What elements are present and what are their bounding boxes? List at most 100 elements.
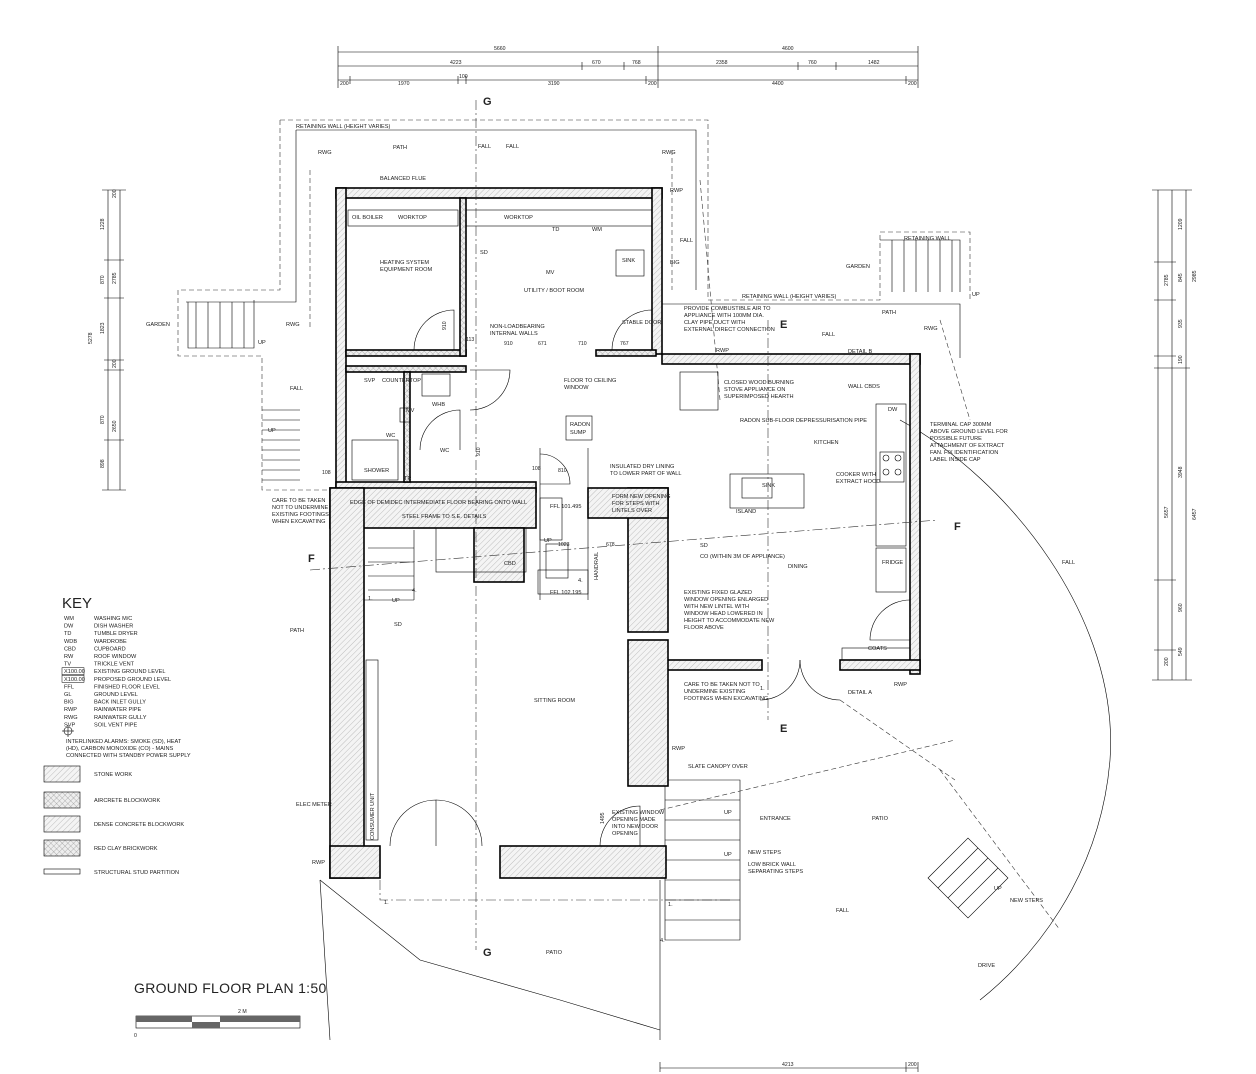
glazed-5: HEIGHT TO ACCOMMODATE NEW: [684, 618, 775, 624]
wm: WM: [592, 227, 602, 233]
rwp-5: RWP: [312, 860, 325, 866]
handrail: HANDRAIL: [594, 552, 600, 580]
new-opening-3: LINTELS OVER: [612, 508, 652, 514]
key-code: GL: [64, 692, 71, 698]
num-7: 4.: [412, 588, 417, 594]
room-kitchen: KITCHEN: [814, 440, 839, 446]
garden-right: GARDEN: [846, 264, 870, 270]
up-8: UP: [972, 292, 980, 298]
section-markers: G G E E F F: [308, 96, 961, 959]
key-brick: RED CLAY BRICKWORK: [94, 846, 158, 852]
patio-bottom: PATIO: [546, 950, 563, 956]
sink-island: SINK: [762, 483, 775, 489]
patio-right: PATIO: [872, 816, 889, 822]
up-3: UP: [392, 598, 400, 604]
dim-right-200: 200: [1164, 657, 1170, 666]
scale-start: 0: [134, 1033, 137, 1039]
retaining-wall-right2: RETAINING WALL (HEIGHT VARIES): [742, 294, 837, 300]
dim-left-200a: 200: [112, 189, 118, 198]
key-desc: PROPOSED GROUND LEVEL: [94, 677, 171, 683]
dim-right-2985: 2985: [1192, 270, 1198, 282]
care1-4: WHEN EXCAVATING: [272, 519, 325, 525]
room-wc: WC: [386, 433, 395, 439]
retaining-wall-top: RETAINING WALL (HEIGHT VARIES): [296, 124, 391, 130]
dim-right-6457: 6457: [1192, 508, 1198, 520]
glazed-6: FLOOR ABOVE: [684, 625, 724, 631]
fall-c: FALL: [822, 332, 835, 338]
balanced-flue: BALANCED FLUE: [380, 176, 426, 182]
ffl-2: FFL 102.195: [550, 590, 582, 596]
fall-a: FALL: [680, 238, 693, 244]
terminal-4: ATTACHMENT OF EXTRACT: [930, 443, 1005, 449]
level-box: [61, 667, 85, 675]
combustion-3: CLAY PIPE DUCT WITH: [684, 320, 745, 326]
num-1: 1.: [368, 596, 373, 602]
big: BIG: [670, 260, 680, 266]
drive: DRIVE: [978, 963, 995, 969]
rwg-3: RWG: [286, 322, 300, 328]
mv-wc: MV: [406, 408, 415, 414]
key-aircrete: AIRCRETE BLOCKWORK: [94, 798, 160, 804]
stove-2: STOVE APPLIANCE ON: [724, 387, 785, 393]
stable-door: STABLE DOOR: [622, 320, 661, 326]
dim-left-2650: 2650: [112, 420, 118, 432]
sd-dining: SD: [700, 543, 708, 549]
key-code: SVP: [64, 722, 75, 728]
new-steps-2: NEW STEPS: [1010, 898, 1043, 904]
dim-int-767: 767: [620, 341, 629, 347]
section-e-top: E: [780, 319, 787, 331]
dim-int-108a: 108: [532, 466, 541, 472]
key-desc: WARDROBE: [94, 639, 127, 645]
sink-utility: SINK: [622, 258, 635, 264]
path-top: PATH: [393, 145, 407, 151]
new-steps: NEW STEPS: [748, 850, 781, 856]
existing-window-2: OPENING MADE: [612, 817, 656, 823]
dim-top-768: 768: [632, 60, 641, 66]
dw: DW: [888, 407, 898, 413]
dim-right-935: 935: [1178, 319, 1184, 328]
dim-top-670: 670: [592, 60, 601, 66]
num-4: 1.: [668, 902, 673, 908]
dim-top-4400: 4400: [772, 81, 784, 87]
radon-sump-2: SUMP: [570, 430, 586, 436]
low-wall-2: SEPARATING STEPS: [748, 869, 803, 875]
rwp-2: RWP: [716, 348, 729, 354]
up-7: UP: [994, 886, 1002, 892]
dim-right-1209: 1209: [1178, 218, 1184, 230]
dim-right-3948: 3948: [1178, 466, 1184, 478]
dim-top-200c: 200: [908, 81, 917, 87]
key-stone: STONE WORK: [94, 772, 132, 778]
up-2: UP: [268, 428, 276, 434]
dim-left-2785: 2785: [112, 272, 118, 284]
section-g-bottom: G: [483, 947, 492, 959]
oil-boiler: OIL BOILER: [352, 215, 383, 221]
island: ISLAND: [736, 509, 756, 515]
notes: RETAINING WALL (HEIGHT VARIES) RETAINING…: [258, 124, 1075, 944]
dim-int-910a: 910: [442, 321, 448, 330]
section-f-left: F: [308, 553, 315, 565]
level-box: [61, 675, 85, 683]
dim-right-2785: 2785: [1164, 274, 1170, 286]
dim-left-5278: 5278: [88, 332, 94, 344]
dim-int-810: 810: [558, 468, 567, 474]
dim-top-4223: 4223: [450, 60, 462, 66]
radon-pipe: RADON SUB-FLOOR DEPRESSURISATION PIPE: [740, 418, 867, 424]
fall-d: FALL: [1062, 560, 1075, 566]
up-6: UP: [724, 852, 732, 858]
td: TD: [552, 227, 559, 233]
insulated-1: INSULATED DRY LINING: [610, 464, 674, 470]
doors-fixtures: [347, 209, 911, 847]
key-code: TD: [64, 631, 71, 637]
num-3: 1.: [384, 900, 389, 906]
scale-end: 2 M: [238, 1009, 247, 1015]
new-opening-2: FOR STEPS WITH: [612, 501, 660, 507]
key-desc: WASHING M/C: [94, 616, 132, 622]
detail-a: DETAIL A: [848, 690, 872, 696]
key-heading: KEY: [62, 595, 92, 612]
dim-left-870a: 870: [100, 275, 106, 284]
key-code: X100.00: [64, 669, 85, 675]
nonload-1: NON-LOADBEARING: [490, 324, 545, 330]
dim-int-910c: 910: [476, 447, 482, 456]
terminal-3: POSSIBLE FUTURE: [930, 436, 982, 442]
worktop-1: WORKTOP: [398, 215, 427, 221]
